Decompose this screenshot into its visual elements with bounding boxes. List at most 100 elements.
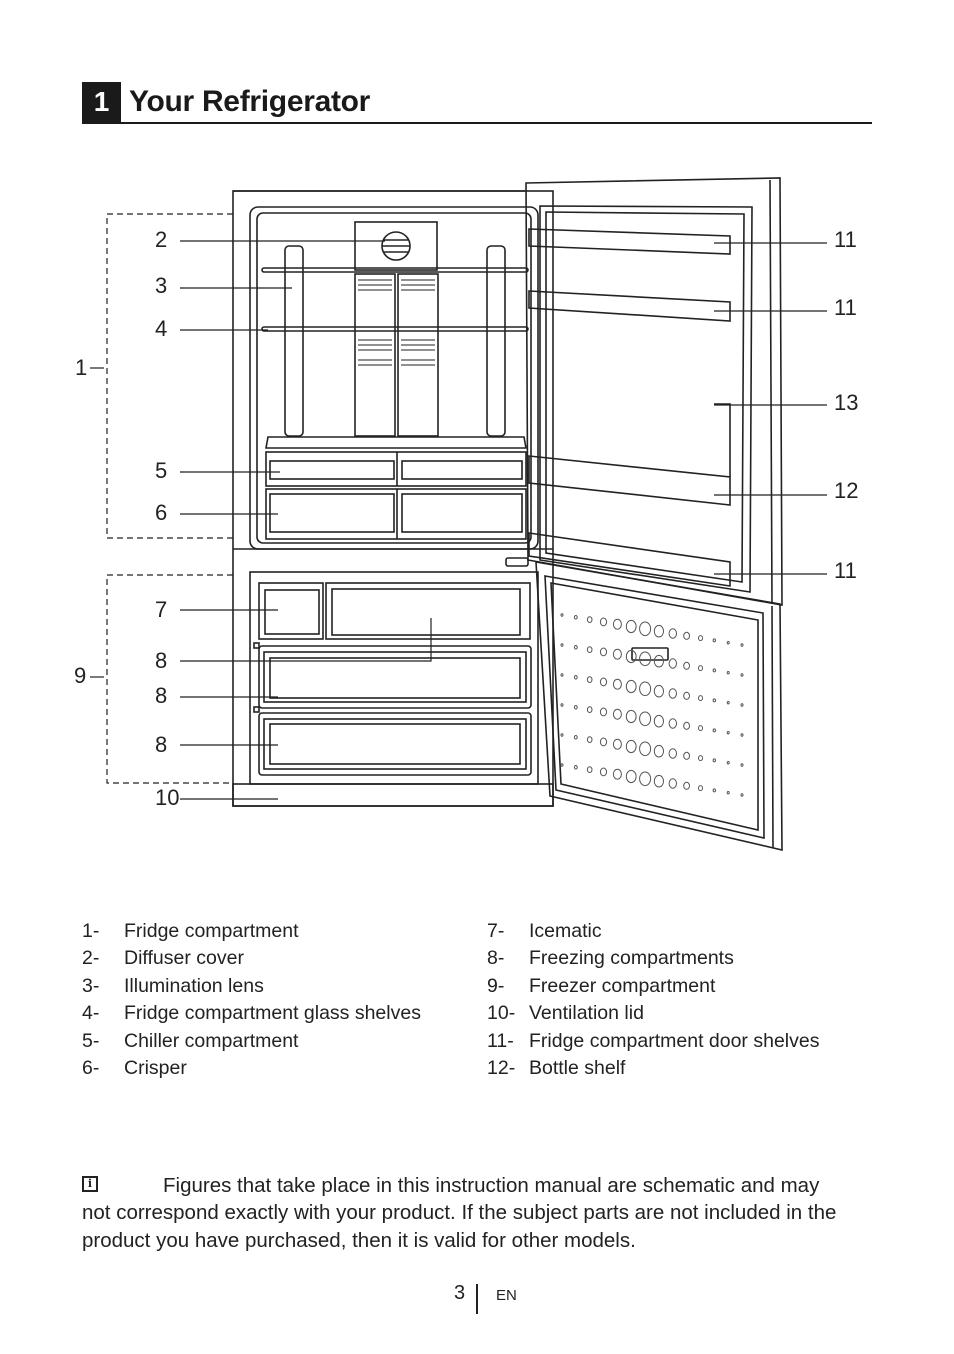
callout-3: 3	[155, 273, 168, 298]
door-dimple	[698, 785, 703, 792]
callout-2: 2	[155, 227, 168, 252]
glass-shelf-2	[261, 326, 529, 332]
door-dimple	[683, 631, 690, 640]
callout-6: 6	[155, 500, 168, 525]
legend-item: 7-Icematic	[487, 920, 602, 942]
door-dimple	[668, 748, 677, 759]
door-dimple	[712, 758, 716, 763]
legend-right: 7-Icematic 8-Freezing compartments 9-Fre…	[487, 918, 887, 1082]
callout-8-a: 8	[155, 648, 168, 673]
door-dimple	[740, 763, 744, 767]
icematic	[258, 582, 324, 640]
door-dimple	[653, 744, 665, 758]
door-dimple	[683, 751, 690, 760]
door-dimple	[573, 735, 578, 740]
callout-12: 12	[834, 478, 859, 503]
door-dimple	[639, 711, 652, 727]
callout-8-b: 8	[155, 683, 168, 708]
door-dimple	[639, 651, 652, 667]
door-dimple	[683, 661, 690, 670]
door-dimple	[653, 624, 665, 638]
door-dimple	[668, 628, 677, 639]
door-dimple	[726, 761, 730, 765]
door-dimple	[698, 755, 703, 762]
door-dimple	[698, 635, 703, 642]
legend-item: 6-Crisper	[82, 1056, 187, 1079]
door-dimple	[726, 641, 730, 645]
door-dimple	[586, 646, 593, 653]
door-dimple	[625, 679, 637, 694]
door-dimple	[560, 673, 564, 677]
door-dimple	[698, 725, 703, 732]
legend-item: 10-Ventilation lid	[487, 1002, 644, 1025]
door-dimple	[612, 738, 622, 750]
callout-1: 1	[75, 355, 88, 380]
door-dimple	[740, 643, 744, 647]
door-dimple	[639, 621, 652, 637]
door-dimple	[683, 721, 690, 730]
door-shelf-3	[528, 532, 731, 587]
callout-4: 4	[155, 316, 168, 341]
door-dimple	[726, 791, 730, 795]
diffuser-cover	[354, 221, 438, 271]
door-dimple	[712, 698, 716, 703]
door-dimple	[726, 701, 730, 705]
door-dimple	[653, 714, 665, 728]
door-dimple	[599, 737, 608, 747]
door-dimple	[586, 676, 593, 683]
callout-10: 10	[155, 785, 180, 810]
callout-7: 7	[155, 597, 168, 622]
door-dimple	[586, 616, 593, 623]
door-dimple	[740, 703, 744, 707]
callout-11-b: 11	[834, 295, 857, 320]
door-dimple	[612, 618, 622, 630]
freezer-drawer-1	[258, 645, 532, 709]
bottle-shelf	[528, 455, 731, 506]
bracket-fridge	[106, 213, 233, 539]
door-dimple	[560, 733, 564, 737]
legend-left: 1-Fridge compartment 2-Diffuser cover 3-…	[82, 918, 462, 1082]
door-dimple	[668, 688, 677, 699]
door-dimple	[712, 788, 716, 793]
door-dimple	[560, 613, 564, 617]
door-dimple	[625, 769, 637, 784]
section-number: 1	[82, 82, 121, 122]
door-dimple	[668, 778, 677, 789]
door-dimple	[599, 707, 608, 717]
door-dimple	[573, 645, 578, 650]
door-dimple	[639, 681, 652, 697]
info-icon: i	[82, 1176, 98, 1192]
door-dimple	[740, 673, 744, 677]
door-dimple	[625, 709, 637, 724]
door-dimple	[612, 708, 622, 720]
ventilation-lid	[232, 783, 554, 807]
freezer-door	[535, 561, 783, 852]
callout-9: 9	[74, 663, 87, 688]
freezer-liner	[249, 571, 539, 785]
note: Figures that take place in this instruct…	[82, 1172, 852, 1254]
footer-divider	[476, 1284, 478, 1314]
legend-item: 2-Diffuser cover	[82, 947, 244, 970]
door-dimple	[639, 741, 652, 757]
legend-item: 4-Fridge compartment glass shelves	[82, 1002, 421, 1025]
door-dimple	[586, 706, 593, 713]
door-dimple	[698, 665, 703, 672]
legend-item: 5-Chiller compartment	[82, 1029, 299, 1052]
door-dimple	[586, 766, 593, 773]
legend-item: 9-Freezer compartment	[487, 974, 716, 997]
door-dimple	[573, 675, 578, 680]
door-dimple	[599, 617, 608, 627]
door-dimple	[599, 647, 608, 657]
bracket-freezer	[106, 574, 233, 784]
door-dimple	[740, 793, 744, 797]
door-dimple	[653, 654, 665, 668]
door-dimple	[740, 733, 744, 737]
callout-11-c: 11	[834, 558, 857, 583]
door-dimple	[712, 668, 716, 673]
door-dimple	[586, 736, 593, 743]
door-dimple	[573, 705, 578, 710]
door-dimple	[726, 671, 730, 675]
legend-item: 3-Illumination lens	[82, 974, 264, 997]
door-dimple	[612, 678, 622, 690]
freezer-drawer-2	[258, 712, 532, 776]
